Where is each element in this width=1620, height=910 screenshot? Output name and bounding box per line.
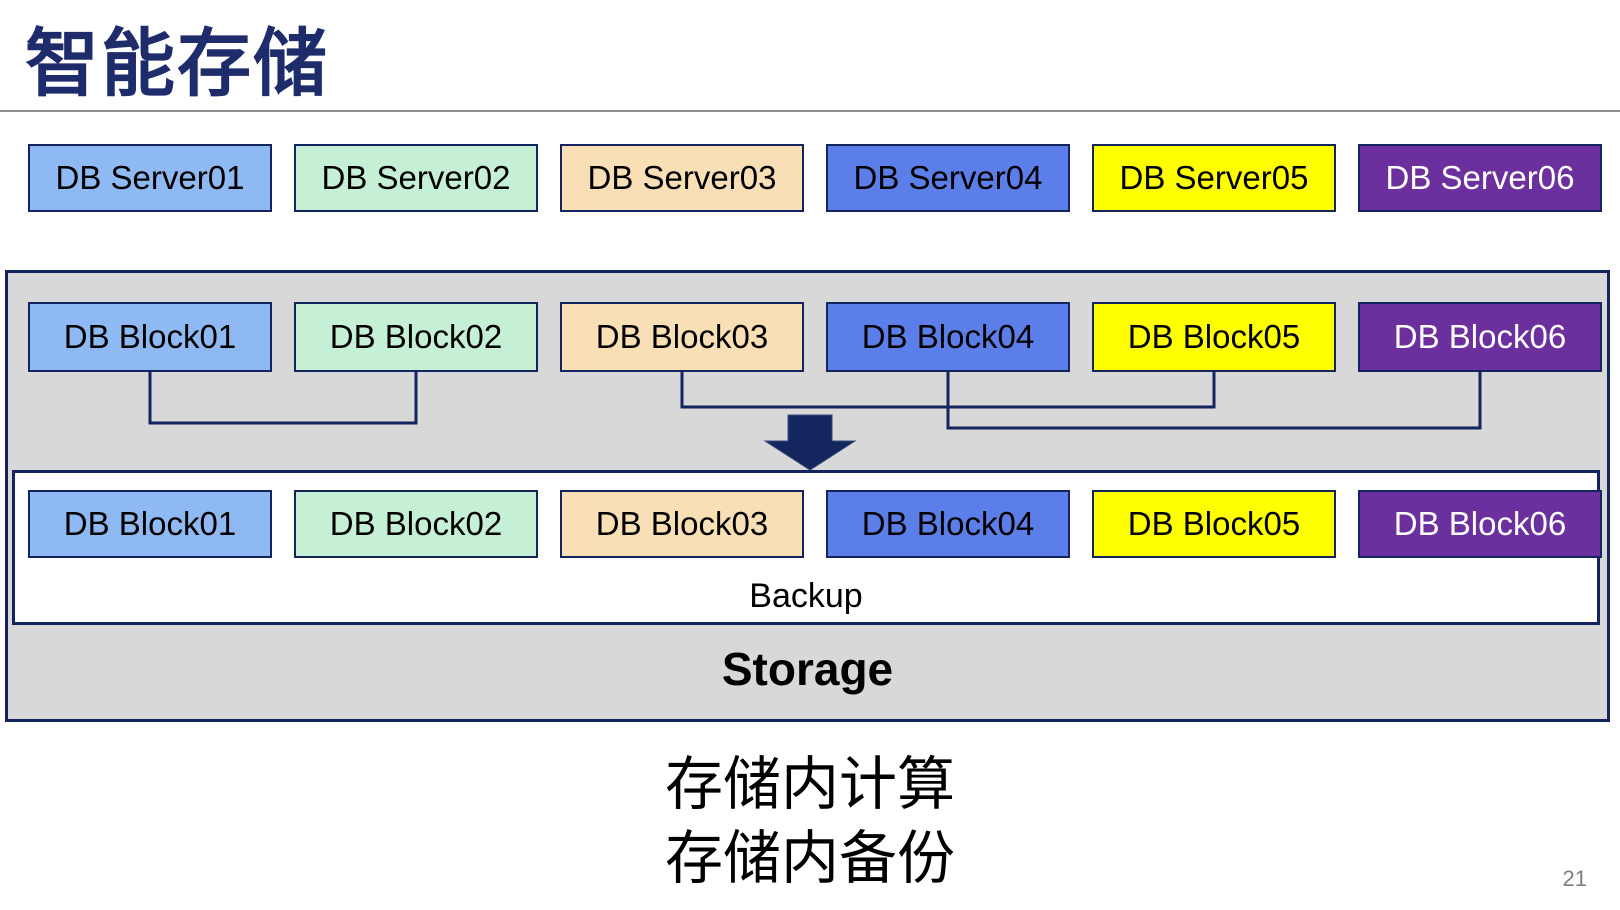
backup-label: Backup xyxy=(749,577,863,615)
page-title: 智能存储 xyxy=(25,22,329,105)
server-row: DB Server01 DB Server02 DB Server03 DB Serv… xyxy=(28,144,1602,212)
connector-block03-block05 xyxy=(680,372,1216,409)
server-box: DB Server03 xyxy=(560,144,804,212)
caption-line-backup: 存储内备份 xyxy=(664,826,955,891)
db-block-backup-box: DB Block05 xyxy=(1092,490,1336,558)
server-box: DB Server06 xyxy=(1358,144,1602,212)
connector-block01-block02 xyxy=(148,372,418,425)
db-block-box: DB Block03 xyxy=(560,302,804,372)
block-row-top: DB Block01 DB Block02 DB Block03 DB Block04… xyxy=(28,302,1602,372)
db-block-box: DB Block05 xyxy=(1092,302,1336,372)
server-box: DB Server05 xyxy=(1092,144,1336,212)
db-block-backup-box: DB Block06 xyxy=(1358,490,1602,558)
page-number: 21 xyxy=(1562,866,1587,891)
server-box: DB Server01 xyxy=(28,144,272,212)
db-block-box: DB Block04 xyxy=(826,302,1070,372)
caption-block: 存储内计算 存储内备份 xyxy=(0,748,1620,896)
server-box: DB Server02 xyxy=(294,144,538,212)
caption-line-compute: 存储内计算 xyxy=(664,752,955,817)
db-block-box: DB Block06 xyxy=(1358,302,1602,372)
down-arrow-icon xyxy=(763,414,857,471)
connector-block04-block06 xyxy=(946,372,1482,430)
storage-label: Storage xyxy=(721,643,894,695)
title-divider xyxy=(0,110,1620,112)
db-block-backup-box: DB Block03 xyxy=(560,490,804,558)
backup-box: DB Block01 DB Block02 DB Block03 DB Block04… xyxy=(12,470,1602,625)
db-block-backup-box: DB Block01 xyxy=(28,490,272,558)
db-block-box: DB Block02 xyxy=(294,302,538,372)
db-block-box: DB Block01 xyxy=(28,302,272,372)
storage-container: DB Block01 DB Block02 DB Block03 DB Block04… xyxy=(5,270,1610,722)
db-block-backup-box: DB Block02 xyxy=(294,490,538,558)
block-row-bottom: DB Block01 DB Block02 DB Block03 DB Block04… xyxy=(28,490,1602,558)
db-block-backup-box: DB Block04 xyxy=(826,490,1070,558)
server-box: DB Server04 xyxy=(826,144,1070,212)
